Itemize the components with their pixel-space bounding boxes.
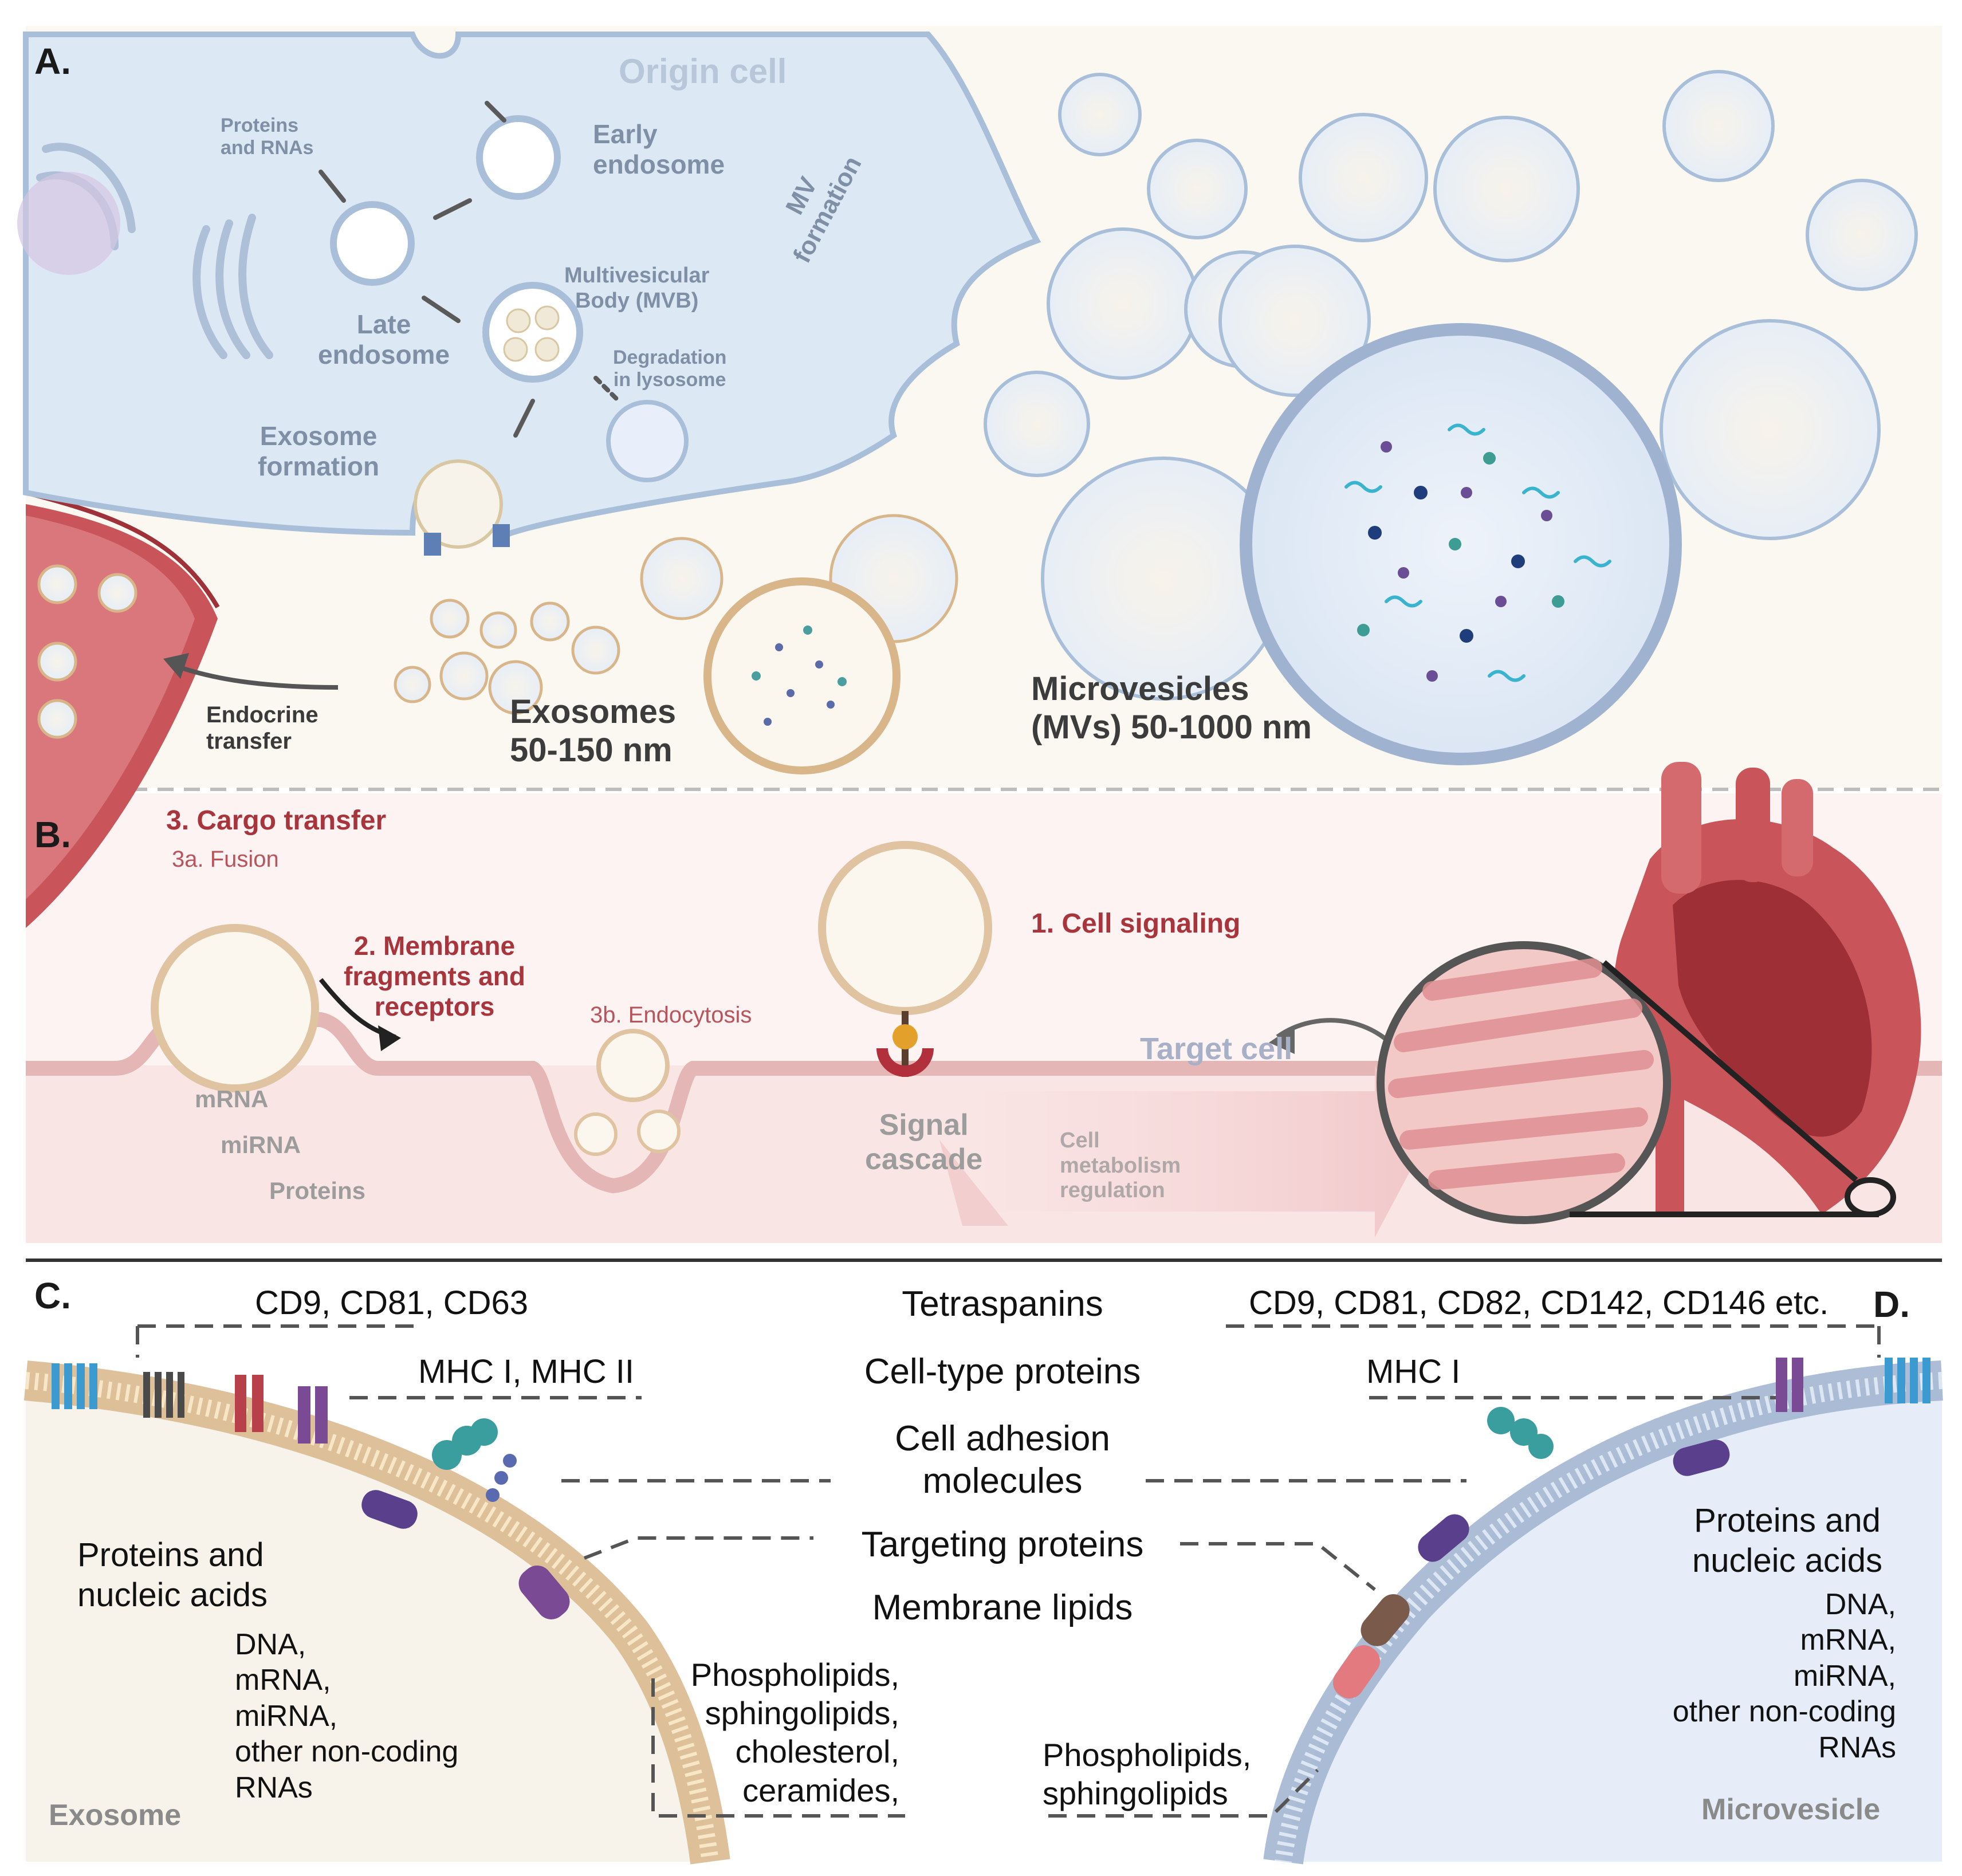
microvesicle-membrane bbox=[1283, 1381, 1942, 1862]
mrna-label: mRNA bbox=[195, 1086, 269, 1112]
cargo-transfer-label: 3. Cargo transfer bbox=[166, 805, 387, 836]
microvesicles-size-label: Microvesicles (MVs) 50-1000 nm bbox=[1031, 670, 1312, 746]
mirna-label: miRNA bbox=[221, 1131, 301, 1158]
cell-adhesion-label: Cell adhesion molecules bbox=[895, 1419, 1110, 1501]
cell-type-proteins-label: Cell-type proteins bbox=[864, 1352, 1141, 1391]
degradation-label: Degradation in lysosome bbox=[613, 347, 727, 391]
panel-letter-c: C. bbox=[34, 1275, 71, 1316]
d-lipids-list: Phospholipids, sphingolipids bbox=[1043, 1737, 1252, 1812]
proteins-label: Proteins bbox=[269, 1177, 366, 1204]
membrane-fragments-label: 2. Membrane fragments and receptors bbox=[344, 931, 525, 1021]
origin-cell-label: Origin cell bbox=[619, 52, 787, 91]
exosome-formation-label: Exosome formation bbox=[258, 421, 380, 481]
c-tetraspanins-list: CD9, CD81, CD63 bbox=[255, 1284, 529, 1322]
endocrine-transfer-label: Endocrine transfer bbox=[206, 702, 319, 754]
cell-metabolism-label: Cell metabolism regulation bbox=[1060, 1128, 1181, 1203]
c-lipids-list: Phospholipids, sphingolipids, cholestero… bbox=[690, 1657, 899, 1808]
d-proteins-nucleic-label: Proteins and nucleic acids bbox=[1692, 1502, 1883, 1579]
mvb-label: Multivesicular Body (MVB) bbox=[564, 263, 710, 313]
c-mhc-list: MHC I, MHC II bbox=[418, 1353, 634, 1390]
exosome-membrane bbox=[26, 1381, 710, 1862]
d-mhc-list: MHC I bbox=[1366, 1353, 1461, 1390]
signal-cascade-label: Signal cascade bbox=[865, 1108, 983, 1176]
c-nucleic-list: DNA, mRNA, miRNA, other non-coding RNAs bbox=[235, 1628, 459, 1804]
exosome-label: Exosome bbox=[49, 1799, 182, 1832]
panel-letter-a: A. bbox=[34, 41, 71, 82]
target-cell-label: Target cell bbox=[1140, 1032, 1293, 1066]
membrane-lipids-label: Membrane lipids bbox=[872, 1588, 1133, 1627]
exosome-illustration bbox=[703, 577, 901, 774]
endocytosis-label: 3b. Endocytosis bbox=[590, 1002, 752, 1028]
tetraspanins-label: Tetraspanins bbox=[902, 1284, 1103, 1324]
d-nucleic-list: DNA, mRNA, miRNA, other non-coding RNAs bbox=[1672, 1588, 1896, 1764]
exosomes-size-label: Exosomes 50-150 nm bbox=[510, 693, 677, 769]
heart-illustration bbox=[1613, 762, 1921, 1214]
microvesicle-label: Microvesicle bbox=[1701, 1793, 1881, 1826]
proteins-rnas-label: Proteins and RNAs bbox=[221, 115, 314, 159]
fusion-label: 3a. Fusion bbox=[172, 847, 279, 872]
targeting-proteins-label: Targeting proteins bbox=[861, 1525, 1144, 1564]
panel-letter-b: B. bbox=[34, 814, 71, 855]
early-endosome-label: Early endosome bbox=[593, 119, 725, 179]
d-tetraspanins-list: CD9, CD81, CD82, CD142, CD146 etc. bbox=[1249, 1284, 1829, 1322]
c-proteins-nucleic-label: Proteins and nucleic acids bbox=[77, 1536, 268, 1614]
cell-signaling-label: 1. Cell signaling bbox=[1031, 908, 1241, 939]
panel-letter-d: D. bbox=[1873, 1284, 1910, 1325]
late-endosome-label: Late endosome bbox=[318, 309, 450, 369]
